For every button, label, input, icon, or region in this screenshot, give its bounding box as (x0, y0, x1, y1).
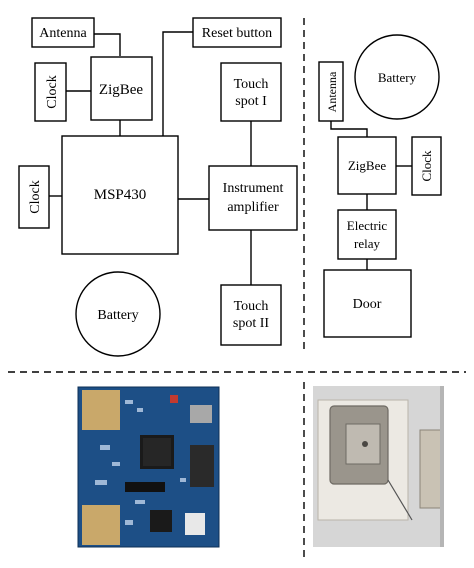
relay-label-line2: relay (354, 236, 380, 251)
mcu-label: MSP430 (94, 187, 147, 203)
touch-spot-2-box (220, 284, 282, 346)
zigbee-box-right (337, 136, 397, 195)
wire-antenna-zigbee (94, 33, 121, 56)
pcb-photo (77, 386, 220, 548)
battery-label-right: Battery (378, 70, 417, 85)
touch-spot-2-label-line2: spot II (233, 316, 270, 331)
clock-label-top: Clock (45, 75, 60, 108)
reset-button-label: Reset button (202, 26, 272, 41)
clock-label-left: Clock (28, 180, 43, 213)
antenna-box (31, 17, 95, 48)
battery-circle-left (75, 271, 161, 357)
wire-antenna-zigbee-right (330, 121, 368, 137)
door-lock-photo (313, 386, 444, 547)
wire-reset-mcu (162, 31, 193, 136)
amplifier-label-line1: Instrument (223, 181, 284, 196)
zigbee-box (90, 56, 153, 121)
door-label: Door (353, 297, 382, 312)
door-box (323, 269, 412, 338)
battery-label-left: Battery (97, 308, 138, 323)
touch-spot-2-label-line1: Touch (234, 299, 269, 314)
antenna-box-right (318, 61, 344, 122)
clock-box-left (18, 165, 50, 229)
clock-box-right (411, 136, 442, 196)
zigbee-label: ZigBee (99, 82, 143, 98)
clock-label-right: Clock (419, 150, 434, 182)
relay-box (337, 209, 397, 260)
touch-spot-1-label-line2: spot I (235, 94, 267, 109)
zigbee-label-right: ZigBee (348, 158, 386, 173)
antenna-label: Antenna (39, 26, 87, 41)
touch-spot-1-label-line1: Touch (234, 77, 269, 92)
clock-box-top (34, 62, 67, 122)
amplifier-label-line2: amplifier (227, 200, 279, 215)
relay-label-line1: Electric (347, 218, 388, 233)
mcu-box (61, 135, 179, 255)
battery-circle-right (354, 34, 440, 120)
touch-spot-1-box (220, 62, 282, 122)
reset-button-box (192, 17, 282, 48)
antenna-label-right: Antenna (325, 71, 339, 112)
amplifier-box (208, 165, 298, 231)
